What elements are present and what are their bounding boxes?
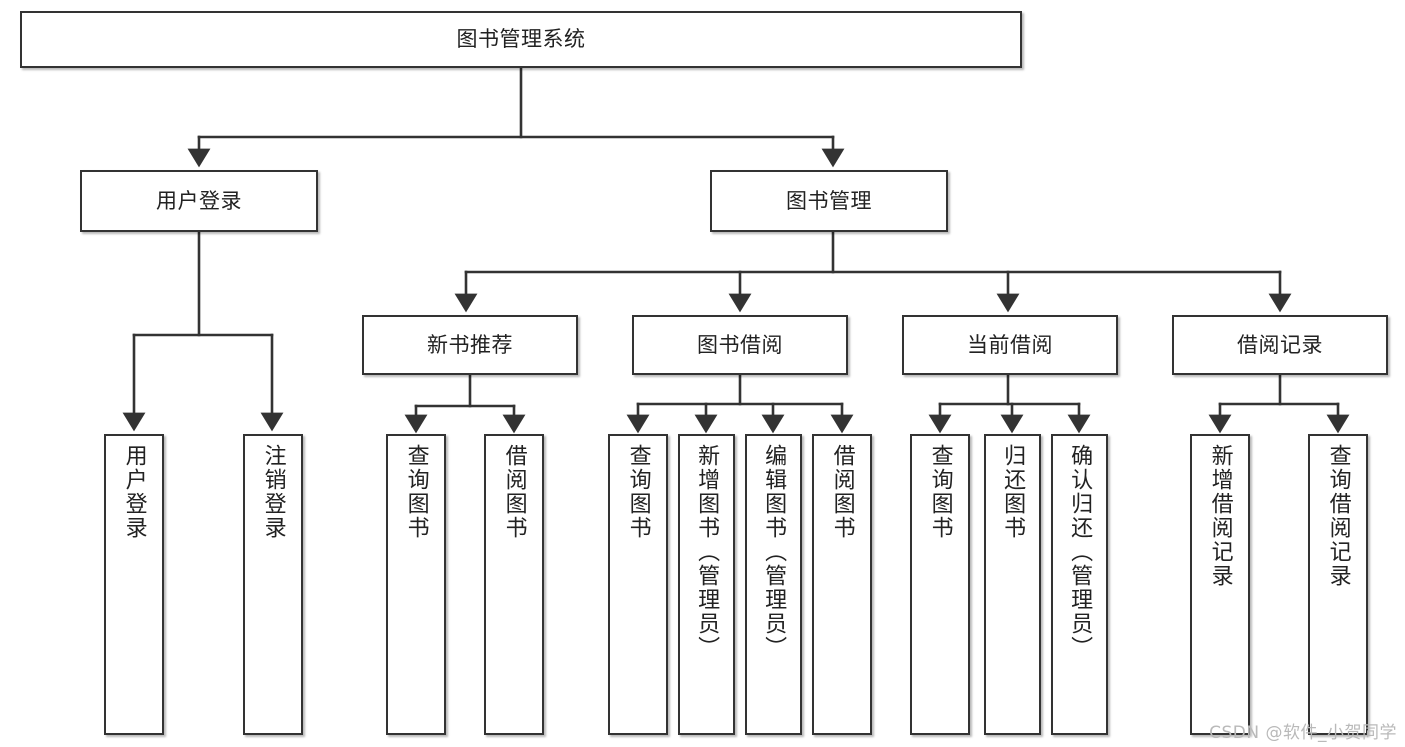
- node-leaf-query-book-1[interactable]: 查询图书: [386, 434, 446, 735]
- node-leaf-query-book-3-label: 查询图书: [927, 444, 953, 540]
- node-leaf-borrow-book-1[interactable]: 借阅图书: [484, 434, 544, 735]
- node-leaf-return-book[interactable]: 归还图书: [984, 434, 1041, 735]
- node-leaf-logout[interactable]: 注销登录: [243, 434, 303, 735]
- node-leaf-query-book-2-label: 查询图书: [625, 444, 651, 540]
- node-leaf-user-login-label: 用户登录: [121, 444, 147, 540]
- node-leaf-query-book-1-label: 查询图书: [403, 444, 429, 540]
- node-book-borrow[interactable]: 图书借阅: [632, 315, 848, 375]
- node-current-borrow-label: 当前借阅: [967, 332, 1053, 357]
- node-leaf-confirm-return[interactable]: 确认归还（管理员）: [1051, 434, 1108, 735]
- node-leaf-logout-label: 注销登录: [260, 444, 286, 540]
- node-leaf-user-login[interactable]: 用户登录: [104, 434, 164, 735]
- node-leaf-borrow-book-1-label: 借阅图书: [501, 444, 527, 540]
- node-borrow-record-label: 借阅记录: [1237, 332, 1323, 357]
- node-new-book-recommend-label: 新书推荐: [427, 332, 513, 357]
- node-leaf-query-book-3[interactable]: 查询图书: [910, 434, 970, 735]
- node-borrow-record[interactable]: 借阅记录: [1172, 315, 1388, 375]
- watermark: CSDN @软件_小贺同学: [1209, 723, 1397, 743]
- node-book-management[interactable]: 图书管理: [710, 170, 948, 232]
- node-leaf-add-record-label: 新增借阅记录: [1207, 444, 1233, 588]
- node-current-borrow[interactable]: 当前借阅: [902, 315, 1118, 375]
- node-leaf-edit-book-label: 编辑图书（管理员）: [761, 444, 787, 660]
- node-leaf-query-record-label: 查询借阅记录: [1325, 444, 1351, 588]
- node-new-book-recommend[interactable]: 新书推荐: [362, 315, 578, 375]
- node-leaf-query-book-2[interactable]: 查询图书: [608, 434, 668, 735]
- node-root[interactable]: 图书管理系统: [20, 11, 1022, 68]
- node-leaf-query-record[interactable]: 查询借阅记录: [1308, 434, 1368, 735]
- node-leaf-borrow-book-2-label: 借阅图书: [829, 444, 855, 540]
- node-leaf-add-book[interactable]: 新增图书（管理员）: [678, 434, 735, 735]
- node-leaf-borrow-book-2[interactable]: 借阅图书: [812, 434, 872, 735]
- node-book-borrow-label: 图书借阅: [697, 332, 783, 357]
- node-leaf-return-book-label: 归还图书: [1000, 444, 1026, 540]
- node-user-login-label: 用户登录: [156, 188, 242, 213]
- node-book-management-label: 图书管理: [786, 188, 872, 213]
- node-user-login[interactable]: 用户登录: [80, 170, 318, 232]
- node-leaf-add-record[interactable]: 新增借阅记录: [1190, 434, 1250, 735]
- node-leaf-edit-book[interactable]: 编辑图书（管理员）: [745, 434, 802, 735]
- node-root-label: 图书管理系统: [456, 27, 586, 52]
- node-leaf-confirm-return-label: 确认归还（管理员）: [1067, 444, 1093, 660]
- node-leaf-add-book-label: 新增图书（管理员）: [694, 444, 720, 660]
